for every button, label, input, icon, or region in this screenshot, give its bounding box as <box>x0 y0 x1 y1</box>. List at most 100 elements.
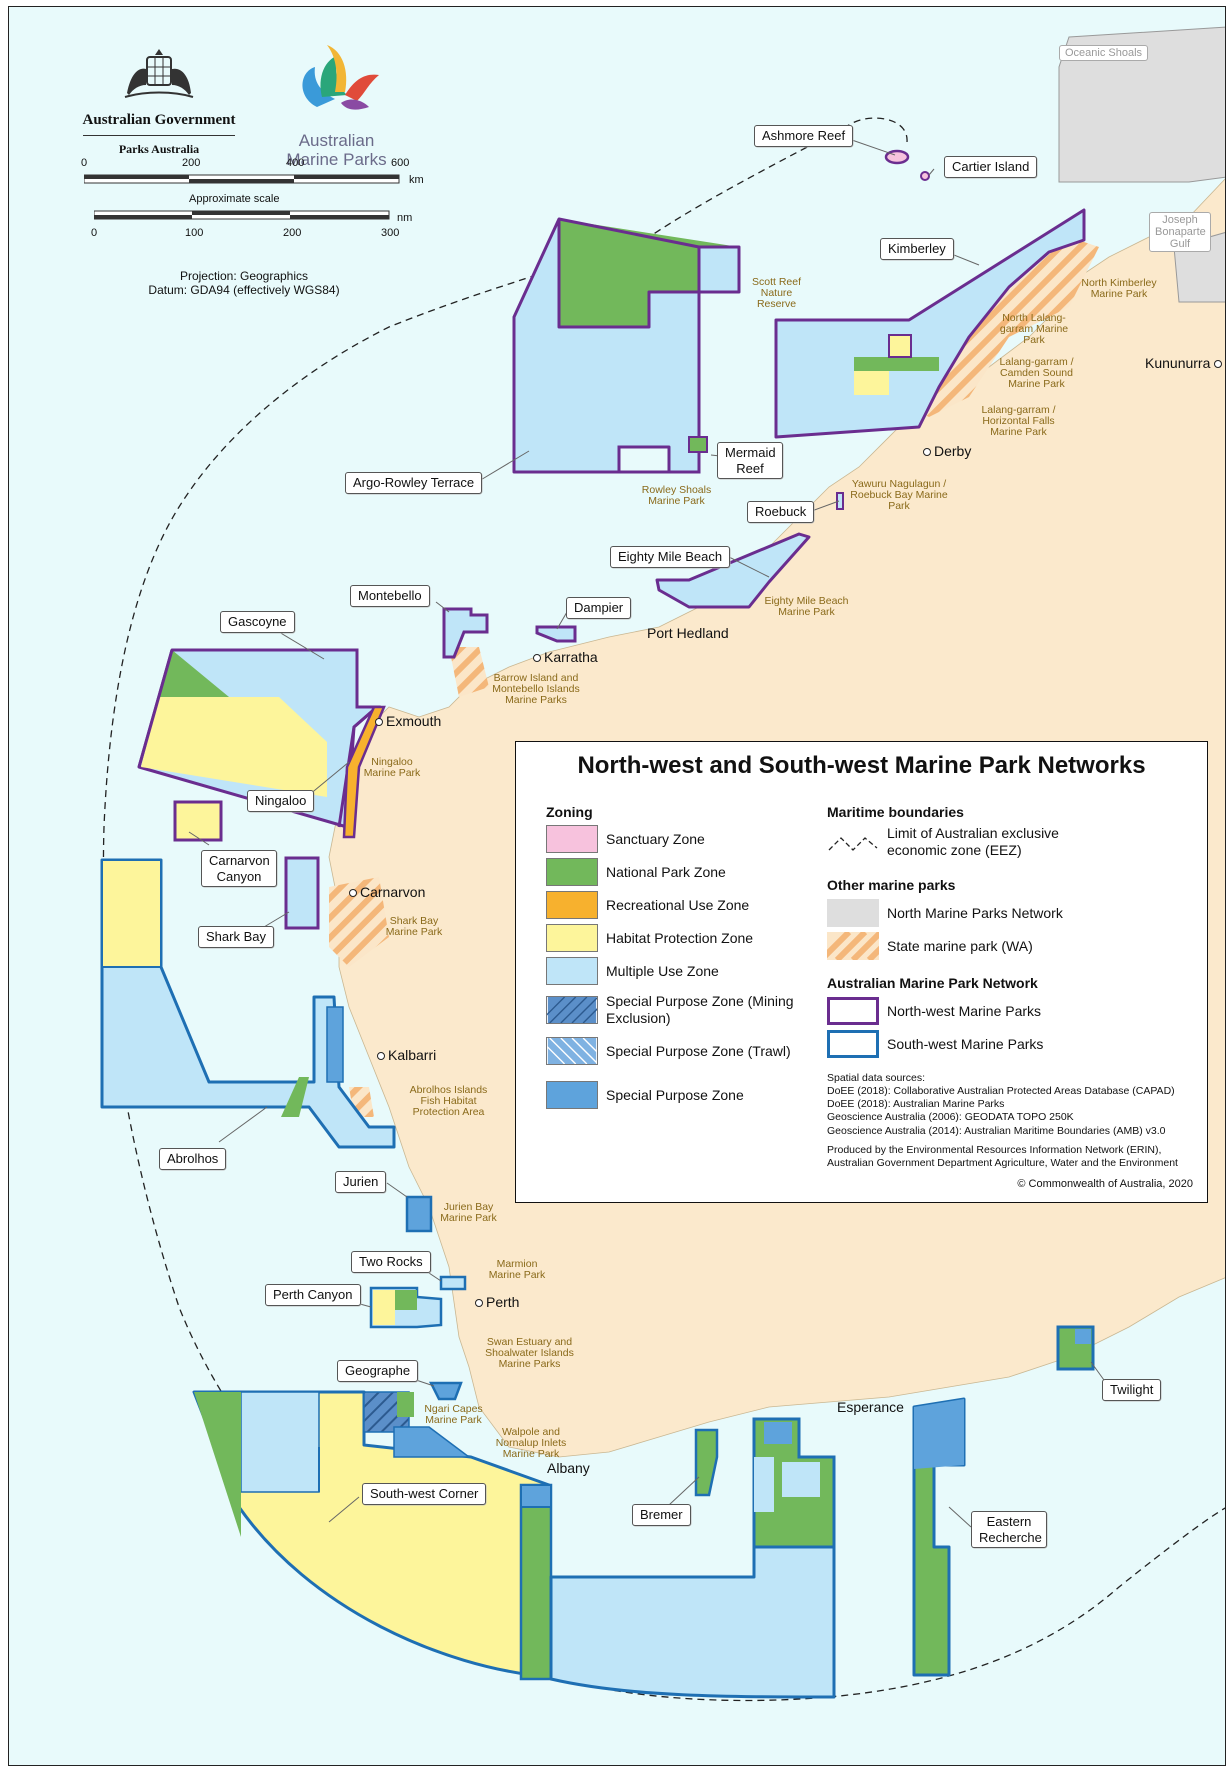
legend-label: North-west Marine Parks <box>887 1002 1042 1019</box>
park-label-eighty-mile-beach[interactable]: Eighty Mile Beach <box>610 546 731 568</box>
credit-line: Produced by the Environmental Resources … <box>827 1144 1162 1156</box>
km-tick-200: 200 <box>182 157 201 169</box>
nm-tick-300: 300 <box>381 227 400 239</box>
park-label-bremer[interactable]: Bremer <box>632 1504 691 1526</box>
swatch-multiple-use <box>546 957 598 985</box>
legend-item-state-park: State marine park (WA) <box>827 932 1033 960</box>
australian-government-logo: Australian Government Parks Australia <box>79 45 239 157</box>
state-label-camden-sound: Lalang-garram / Camden Sound Marine Park <box>999 356 1074 391</box>
coat-of-arms-icon <box>124 49 194 98</box>
perth-canyon-zone-hp <box>373 1290 395 1325</box>
legend-item-sp-trawl: Special Purpose Zone (Trawl) <box>546 1037 806 1065</box>
town-name: Perth <box>486 1294 520 1310</box>
roebuck-park <box>836 492 844 510</box>
nm-tick-0: 0 <box>91 227 98 239</box>
town-esperance: Esperance <box>837 1399 904 1415</box>
park-label-cartier-island[interactable]: Cartier Island <box>944 156 1038 178</box>
ningaloo-park <box>342 705 386 839</box>
park-label-geographe[interactable]: Geographe <box>337 1360 419 1382</box>
park-label-argo-rowley-terrace[interactable]: Argo-Rowley Terrace <box>345 472 483 494</box>
town-marker-icon <box>533 654 541 663</box>
swatch-state-park <box>827 932 879 960</box>
park-label-gascoyne[interactable]: Gascoyne <box>220 611 295 633</box>
park-label-perth-canyon[interactable]: Perth Canyon <box>265 1284 361 1306</box>
swc-zone-np <box>194 1392 241 1537</box>
park-label-carnarvon-canyon[interactable]: Carnarvon Canyon <box>201 850 277 888</box>
swc-zone-sp <box>393 1426 472 1458</box>
town-derby: Derby <box>923 443 971 459</box>
park-label-eastern-recherche[interactable]: Eastern Recherche <box>971 1511 1047 1549</box>
park-label-two-rocks[interactable]: Two Rocks <box>351 1251 431 1273</box>
credit-line: Australian Government Department Agricul… <box>827 1157 1178 1170</box>
nm-tick-100: 100 <box>185 227 204 239</box>
production-credit: Produced by the Environmental Resources … <box>827 1144 1197 1170</box>
km-tick-400: 400 <box>286 157 305 169</box>
swc-zone-np2 <box>397 1392 414 1417</box>
state-park-shark-bay <box>329 877 389 967</box>
park-label-twilight[interactable]: Twilight <box>1102 1379 1162 1401</box>
legend-item-sanctuary: Sanctuary Zone <box>546 825 705 853</box>
km-tick-0: 0 <box>81 157 88 169</box>
data-sources: Spatial data sources: DoEE (2018): Colla… <box>827 1072 1197 1138</box>
albany-strip-park <box>519 1483 553 1681</box>
legend-label: North Marine Parks Network <box>887 904 1063 921</box>
abrolhos-park <box>100 858 396 1149</box>
legend-item-special-purpose: Special Purpose Zone <box>546 1081 744 1109</box>
park-label-jurien[interactable]: Jurien <box>335 1171 387 1193</box>
town-name: Port Hedland <box>647 625 729 641</box>
maritime-heading: Maritime boundaries <box>827 804 964 820</box>
park-label-ashmore-reef[interactable]: Ashmore Reef <box>754 125 854 147</box>
state-label-swan-estuary: Swan Estuary and Shoalwater Islands Mari… <box>485 1336 574 1371</box>
km-tick-600: 600 <box>391 157 410 169</box>
source-line: Geoscience Australia (2014): Australian … <box>827 1124 1166 1137</box>
marine-parks-emblem-icon <box>302 45 379 110</box>
park-label-montebello[interactable]: Montebello <box>350 585 430 607</box>
town-exmouth: Exmouth <box>375 713 441 729</box>
other-parks-heading: Other marine parks <box>827 877 956 893</box>
legend-label: Limit of Australian exclusive economic z… <box>887 825 1059 858</box>
state-label-abrolhos-fish-habitat: Abrolhos Islands Fish Habitat Protection… <box>409 1084 488 1119</box>
legend-title: North-west and South-west Marine Park Ne… <box>577 752 1146 779</box>
legend-item-habitat-protection: Habitat Protection Zone <box>546 924 753 952</box>
perth-canyon-zone-np <box>395 1290 417 1310</box>
swatch-sw-parks <box>827 1030 879 1058</box>
legend-label: Habitat Protection Zone <box>606 929 754 946</box>
park-label-dampier[interactable]: Dampier <box>566 597 632 619</box>
park-label-south-west-corner[interactable]: South-west Corner <box>362 1483 487 1505</box>
legend-label: Recreational Use Zone <box>606 896 750 913</box>
park-label-mermaid-reef[interactable]: Mermaid Reef <box>717 442 783 480</box>
shark-bay-park <box>284 856 320 930</box>
state-label-ningaloo: Ningaloo Marine Park <box>363 756 421 780</box>
town-albany: Albany <box>547 1460 590 1476</box>
legend-item-recreational-use: Recreational Use Zone <box>546 891 749 919</box>
town-perth: Perth <box>475 1294 519 1310</box>
gascoyne-zone-np <box>159 650 229 697</box>
park-label-kimberley[interactable]: Kimberley <box>880 238 954 260</box>
copyright-notice: © Commonwealth of Australia, 2020 <box>1017 1178 1193 1190</box>
state-label-shark-bay: Shark Bay Marine Park <box>385 915 443 939</box>
km-unit: km <box>409 174 424 186</box>
legend-item-sw-parks: South-west Marine Parks <box>827 1030 1043 1058</box>
abrolhos-zone-np <box>281 1077 309 1117</box>
state-label-north-kimberley: North Kimberley Marine Park <box>1081 277 1157 301</box>
town-marker-icon <box>377 1052 385 1061</box>
mermaid-reef-park <box>688 436 708 453</box>
state-label-horizontal-falls: Lalang-garram / Horizontal Falls Marine … <box>981 404 1056 439</box>
park-label-shark-bay[interactable]: Shark Bay <box>198 926 274 948</box>
carnarvon-canyon-park <box>173 800 223 842</box>
km-scale-graphic <box>84 174 400 184</box>
park-label-ningaloo[interactable]: Ningaloo <box>247 790 315 812</box>
source-line: DoEE (2018): Australian Marine Parks <box>827 1098 1005 1111</box>
oceanic-shoals-area <box>1058 26 1225 183</box>
park-label-abrolhos[interactable]: Abrolhos <box>159 1148 227 1170</box>
nm-unit: nm <box>397 212 413 224</box>
legend-label: State marine park (WA) <box>887 937 1033 954</box>
swatch-habitat-protection <box>546 924 598 952</box>
state-label-rowley-shoals: Rowley Shoals Marine Park <box>641 484 712 508</box>
swatch-sp-mining <box>546 995 598 1024</box>
abrolhos-zone-sp <box>326 1006 344 1083</box>
state-park-barrow <box>449 647 489 697</box>
two-rocks-park <box>439 1275 467 1291</box>
legend-label: Sanctuary Zone <box>606 830 705 847</box>
park-label-roebuck[interactable]: Roebuck <box>747 501 815 523</box>
